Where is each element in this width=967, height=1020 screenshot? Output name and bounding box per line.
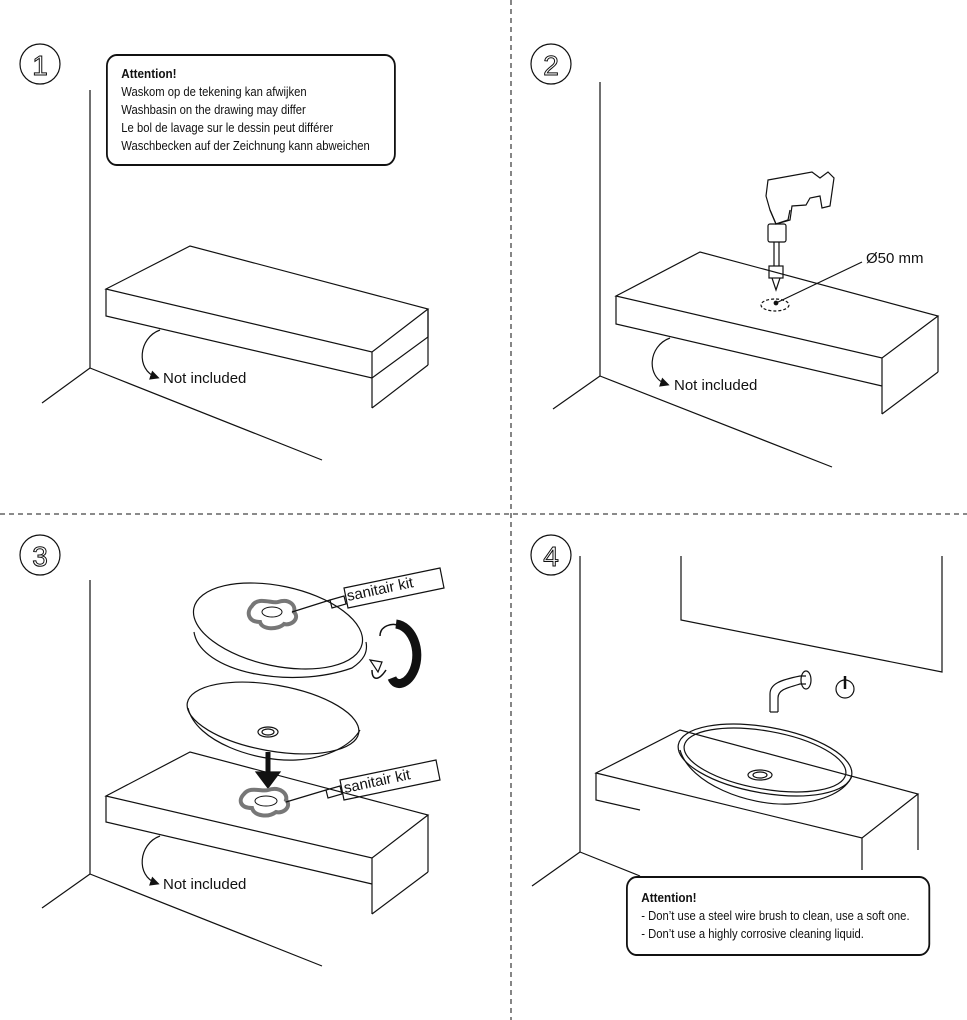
sealant-ring-shelf (238, 787, 291, 818)
attention-line-nl: Waskom op de tekening kan afwijken (121, 85, 307, 99)
not-included-arrow (651, 337, 671, 387)
drill-icon (765, 171, 835, 292)
sealant-label-bottom: sanitair kit (342, 766, 412, 797)
not-included-label-2: Not included (674, 377, 757, 394)
step-2-badge (530, 43, 572, 85)
not-included-label-3: Not included (163, 876, 246, 893)
faucet-icon (769, 670, 812, 713)
panel-step-2: 2 (530, 43, 940, 468)
basin-installed (677, 723, 853, 805)
basin-flipped (192, 582, 368, 679)
step-1-badge (19, 43, 61, 85)
not-included-label-1: Not included (163, 370, 246, 387)
shelf (104, 751, 430, 915)
panel-step-1: 1 (19, 43, 430, 461)
basin-upright (186, 681, 361, 761)
flip-arrow-icon (368, 619, 422, 688)
step-4-badge (530, 534, 572, 576)
shelf (104, 245, 430, 409)
sealant-tube-bottom (285, 759, 441, 803)
shelf (614, 251, 940, 415)
hole-size-label: Ø50 mm (866, 250, 924, 267)
shelf (594, 729, 920, 870)
sealant-tube-top (291, 567, 445, 613)
attention-line-de: Waschbecken auf der Zeichnung kann abwei… (121, 139, 370, 153)
panel-step-4: 4 (530, 534, 943, 887)
cleaning-line-1: - Don’t use a steel wire brush to clean,… (641, 909, 910, 923)
drill-hole (760, 298, 790, 312)
mirror (680, 556, 943, 673)
step-3-badge (19, 534, 61, 576)
attention-line-en: Washbasin on the drawing may differ (121, 103, 306, 117)
step-3-number: 3 (32, 541, 48, 572)
step-1-number: 1 (32, 50, 48, 81)
not-included-arrow (141, 329, 161, 380)
attention-note-general: Attention! Waskom op de tekening kan afw… (106, 54, 396, 166)
panel-step-3: 3 (19, 534, 445, 967)
sealant-ring-top (246, 598, 299, 631)
cleaning-line-2: - Don’t use a highly corrosive cleaning … (641, 927, 864, 941)
step-4-number: 4 (543, 541, 559, 572)
step-2-number: 2 (543, 50, 559, 81)
attention-line-fr: Le bol de lavage sur le dessin peut diff… (121, 121, 334, 135)
tap-handle-icon (835, 676, 855, 699)
hole-leader-line (775, 261, 863, 304)
not-included-arrow (141, 835, 161, 886)
attention-title: Attention! (121, 66, 177, 81)
down-arrow-icon (254, 771, 282, 789)
attention-note-cleaning: Attention! - Don’t use a steel wire brus… (626, 876, 931, 956)
sealant-label-top: sanitair kit (345, 574, 415, 605)
attention-title: Attention! (641, 890, 697, 905)
